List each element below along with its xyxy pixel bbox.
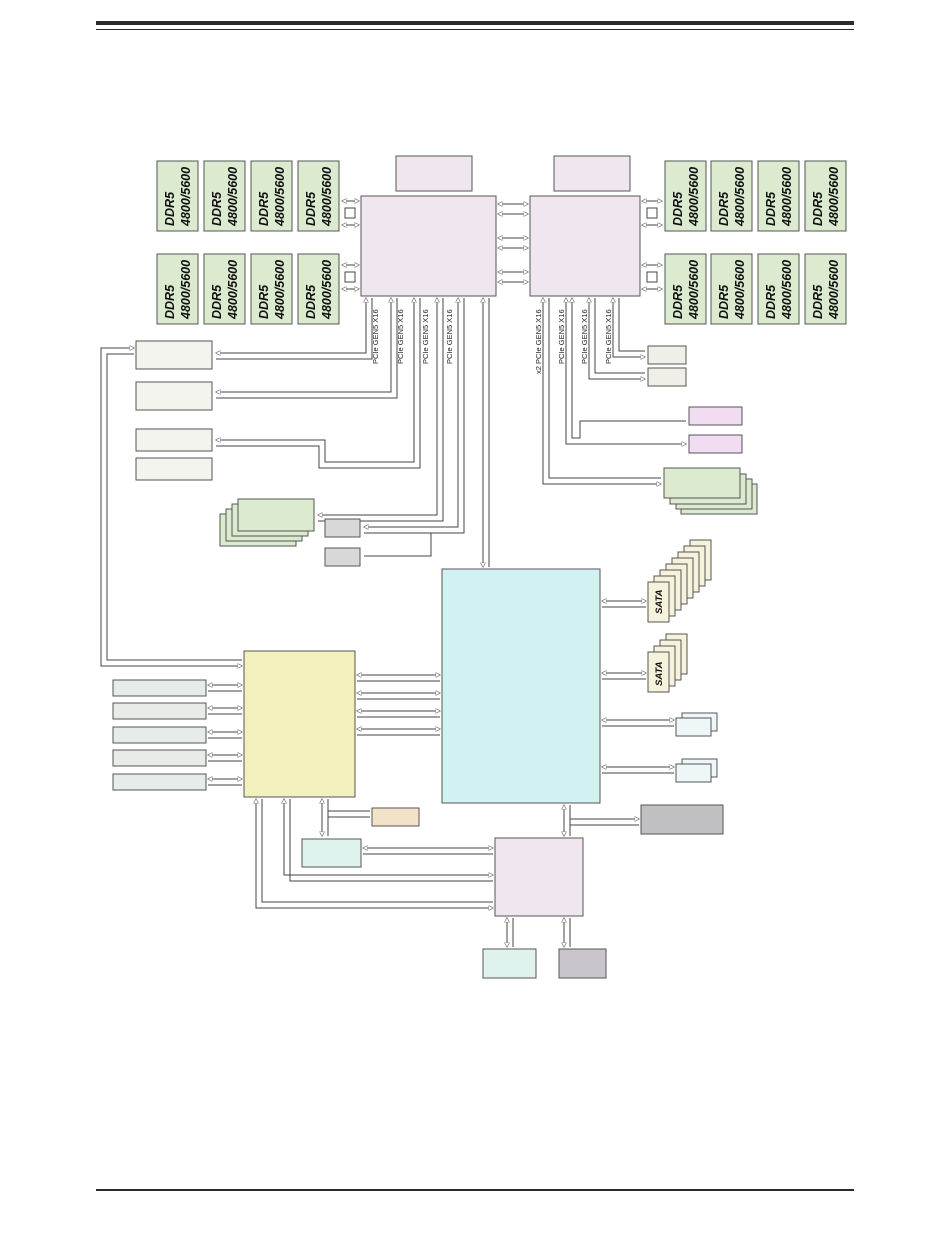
- cpu2-pcie-label: PCIe GEN5 X16: [580, 309, 589, 364]
- sata-stack-2: SATA: [647, 633, 688, 693]
- dimm-type-label: DDR5: [764, 191, 778, 226]
- dimm-type-label: DDR5: [304, 191, 318, 226]
- cpu1-pcie-label: PCIe GEN5 X16: [421, 309, 430, 364]
- header-block: [371, 807, 420, 827]
- memory-channel-arrows: [342, 201, 662, 289]
- dimm-type-label: DDR5: [304, 284, 318, 319]
- cpu1-pcie-routes: [216, 298, 490, 567]
- dimm-slot: DDR5 4800/5600: [804, 160, 847, 232]
- connector-block: [324, 518, 361, 538]
- dimm-bank-cpu2: DDR5 4800/5600 DDR5 4800/5600 DDR5 4800/…: [664, 160, 847, 325]
- dimm-type-label: DDR5: [717, 284, 731, 319]
- dimm-speed-label: 4800/5600: [273, 167, 287, 227]
- bmc-io-arrows: [100, 348, 440, 786]
- dimm-speed-label: 4800/5600: [827, 260, 841, 320]
- dimm-slot: DDR5 4800/5600: [664, 253, 707, 325]
- dimm-slot: DDR5 4800/5600: [664, 160, 707, 232]
- sata-label: SATA: [654, 589, 665, 614]
- sata-stack-1: SATA: [647, 539, 712, 623]
- dimm-type-label: DDR5: [717, 191, 731, 226]
- m2-slot: [688, 406, 743, 426]
- lan-controller-block: [494, 837, 584, 917]
- nvme-stack-right: [663, 467, 758, 515]
- pcie-slot: [135, 340, 213, 370]
- dimm-type-label: DDR5: [163, 191, 177, 226]
- connector-block: [324, 547, 361, 567]
- dimm-type-label: DDR5: [210, 284, 224, 319]
- sata-label: SATA: [654, 661, 665, 686]
- dimm-speed-label: 4800/5600: [780, 167, 794, 227]
- pch-block: [441, 568, 601, 804]
- connector-block: [647, 367, 687, 387]
- cpu1-block: [360, 195, 497, 297]
- dimm-speed-label: 4800/5600: [733, 167, 747, 227]
- cpu2-pcie-label: PCIe GEN5 X16: [557, 309, 566, 364]
- dimm-speed-label: 4800/5600: [226, 260, 240, 320]
- dimm-speed-label: 4800/5600: [780, 260, 794, 320]
- cpu2-pcie-routes: [543, 298, 686, 484]
- cpu2-block: [529, 195, 641, 297]
- phy-block: [558, 948, 607, 979]
- dimm-slot: DDR5 4800/5600: [156, 160, 199, 232]
- upi-link-arrows: [498, 204, 528, 282]
- m2-slot: [688, 434, 743, 454]
- pcie-slot: [135, 457, 213, 481]
- pch-io-arrows: [602, 601, 674, 774]
- cpu2-top-block: [553, 155, 631, 192]
- dimm-speed-label: 4800/5600: [179, 260, 193, 320]
- dimm-slot: DDR5 4800/5600: [297, 160, 340, 232]
- dimm-type-label: DDR5: [671, 191, 685, 226]
- dimm-slot: DDR5 4800/5600: [757, 160, 800, 232]
- dimm-speed-label: 4800/5600: [320, 260, 334, 320]
- dimm-slot: DDR5 4800/5600: [757, 253, 800, 325]
- dimm-slot: DDR5 4800/5600: [203, 253, 246, 325]
- rj45-port: [482, 948, 537, 979]
- dimm-speed-label: 4800/5600: [733, 260, 747, 320]
- header-rule-thin: [96, 29, 854, 30]
- cpu1-pcie-label: PCIe GEN5 X16: [445, 309, 454, 364]
- pcie-slot: [135, 381, 213, 411]
- dimm-type-label: DDR5: [811, 191, 825, 226]
- cpu2-pcie-label: x2 PCIe GEN5 X16: [534, 309, 543, 374]
- dimm-speed-label: 4800/5600: [687, 260, 701, 320]
- dimm-type-label: DDR5: [257, 284, 271, 319]
- dimm-slot: DDR5 4800/5600: [203, 160, 246, 232]
- header-rule-thick: [96, 21, 854, 25]
- footer-rule: [96, 1189, 854, 1191]
- dimm-slot: DDR5 4800/5600: [156, 253, 199, 325]
- dimm-type-label: DDR5: [163, 284, 177, 319]
- dimm-bank-cpu1: DDR5 4800/5600 DDR5 4800/5600 DDR5 4800/…: [156, 160, 340, 325]
- dimm-speed-label: 4800/5600: [273, 260, 287, 320]
- dimm-speed-label: 4800/5600: [179, 167, 193, 227]
- cpu2-pcie-label: PCIe GEN5 X16: [604, 309, 613, 364]
- dimm-speed-label: 4800/5600: [687, 167, 701, 227]
- dimm-speed-label: 4800/5600: [226, 167, 240, 227]
- dimm-slot: DDR5 4800/5600: [297, 253, 340, 325]
- dimm-slot: DDR5 4800/5600: [710, 253, 753, 325]
- connector-block: [647, 345, 687, 365]
- nvme-stack-left: [219, 498, 315, 547]
- dimm-slot: DDR5 4800/5600: [250, 253, 293, 325]
- dimm-type-label: DDR5: [764, 284, 778, 319]
- tpm-header: [640, 804, 724, 835]
- pcie-slot: [135, 428, 213, 452]
- dimm-type-label: DDR5: [811, 284, 825, 319]
- dimm-slot: DDR5 4800/5600: [710, 160, 753, 232]
- dimm-slot: DDR5 4800/5600: [804, 253, 847, 325]
- bmc-controller-block: [243, 650, 356, 798]
- dimm-type-label: DDR5: [210, 191, 224, 226]
- dimm-type-label: DDR5: [671, 284, 685, 319]
- dimm-slot: DDR5 4800/5600: [250, 160, 293, 232]
- usb-stack: [675, 712, 718, 783]
- dimm-speed-label: 4800/5600: [827, 167, 841, 227]
- left-io-ports: [112, 679, 207, 791]
- dimm-speed-label: 4800/5600: [320, 167, 334, 227]
- lan-port-block: [301, 838, 362, 868]
- lower-bus-arrows: [256, 799, 639, 947]
- dimm-type-label: DDR5: [257, 191, 271, 226]
- cpu1-top-block: [395, 155, 473, 192]
